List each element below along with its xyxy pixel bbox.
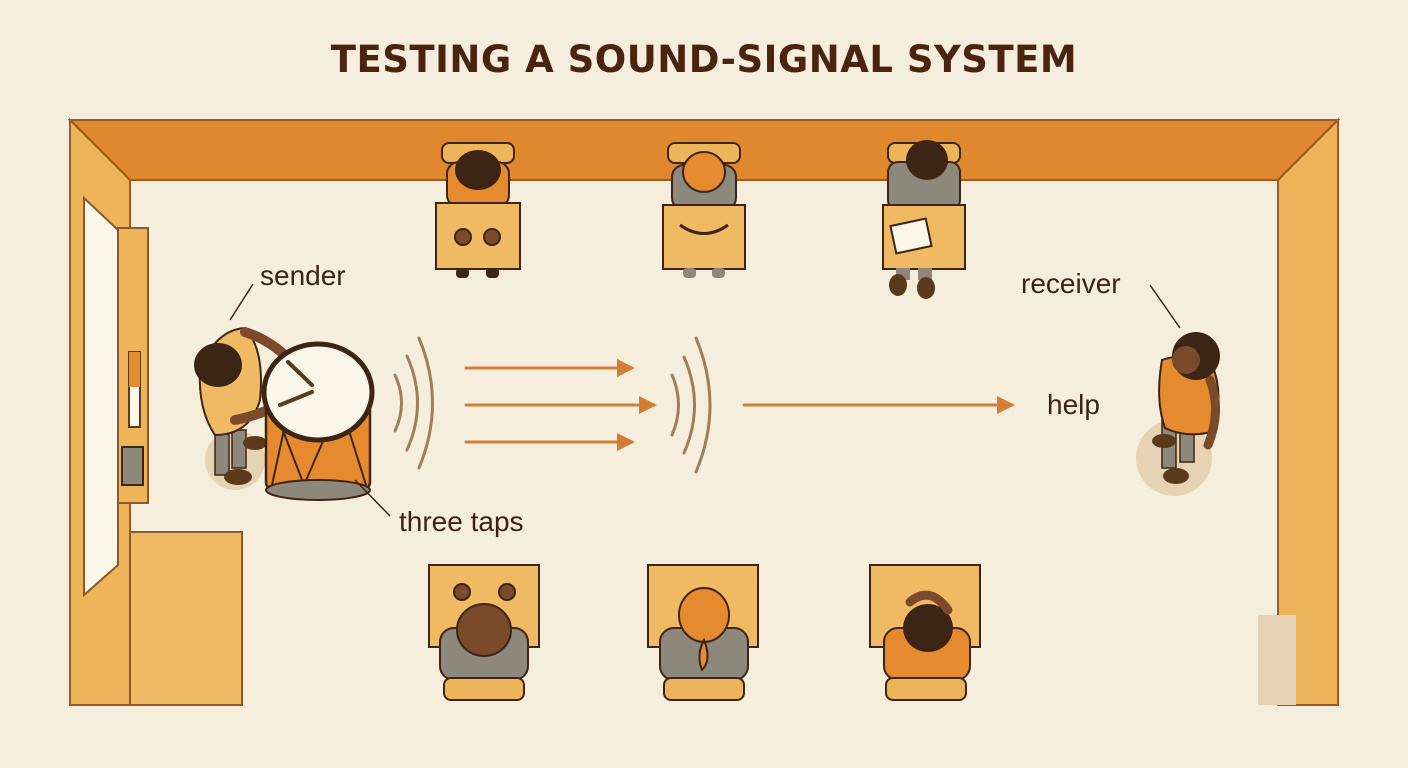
paper xyxy=(889,217,933,255)
three-taps-label: three taps xyxy=(399,506,524,537)
window xyxy=(83,195,119,598)
student-bottom-1 xyxy=(428,564,540,701)
student-top-2 xyxy=(662,142,746,278)
student-bottom-3 xyxy=(869,564,981,701)
sender-label: sender xyxy=(260,260,346,291)
doorway xyxy=(1258,615,1296,705)
drum xyxy=(261,341,375,501)
diagram-title: TESTING A SOUND-SIGNAL SYSTEM xyxy=(330,38,1078,81)
student-bottom-2 xyxy=(647,564,759,701)
receiver-figure xyxy=(1136,332,1221,496)
label-leaders xyxy=(229,283,1181,517)
drumstick xyxy=(286,360,314,387)
student-top-1 xyxy=(435,142,521,278)
cabinet xyxy=(129,531,243,706)
sound-waves-mid xyxy=(670,336,712,474)
receiver-label: receiver xyxy=(1021,268,1121,299)
help-label: help xyxy=(1047,389,1100,420)
student-top-3 xyxy=(882,140,966,299)
sender-figure xyxy=(194,326,295,490)
wall-fixtures xyxy=(83,195,243,706)
signal-arrows xyxy=(464,359,1015,451)
drumstick xyxy=(278,390,314,407)
outlet xyxy=(121,446,144,486)
sound-waves-near-drum xyxy=(393,336,434,470)
